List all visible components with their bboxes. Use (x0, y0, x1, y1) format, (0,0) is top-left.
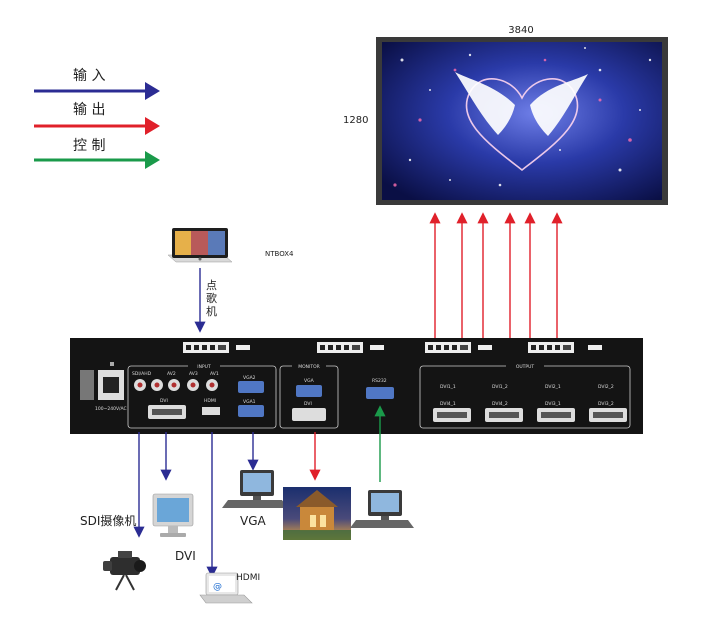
output-header: OUTPUT (516, 364, 535, 370)
screen-display (382, 42, 662, 200)
network-module-3 (425, 342, 492, 353)
vga-label: VGA (240, 514, 267, 528)
dvi-label: DVI (175, 549, 196, 563)
monitor-vga-port (296, 385, 322, 397)
output-label-2: DVI4_2 (492, 401, 508, 407)
hdmi-label: HDMI (236, 573, 260, 583)
power-inlet (80, 362, 124, 400)
dvi-monitor (152, 493, 194, 537)
legend-control-arrowhead (145, 151, 160, 169)
legend-input-label: 输 入 (73, 68, 105, 84)
monitor-dvi-port (292, 408, 326, 421)
right-wing (530, 74, 588, 136)
screen-height-label: 1280 (343, 115, 368, 126)
dvi-output-ports (433, 408, 627, 422)
hdmi-in-label: HDMI (204, 398, 216, 404)
output-arrows (429, 212, 563, 340)
input-header: INPUT (197, 364, 211, 370)
av1-label: AV1 (210, 371, 219, 377)
control-computer (350, 490, 414, 528)
output-top-4: DVI2_2 (598, 384, 614, 390)
legend-output-arrowhead (145, 117, 160, 135)
led-screen: 3840 1280 (343, 25, 668, 205)
ntbox-action-char-3: 机 (206, 304, 217, 318)
av2-label: AV2 (167, 371, 176, 377)
rs232-port (366, 387, 394, 399)
monitor-preview-image (283, 487, 351, 540)
power-label: 100~240V/AC (95, 406, 127, 412)
vga1-label: VGA1 (243, 399, 256, 405)
heart-shape (465, 78, 579, 172)
ntbox-action-char-2: 歌 (206, 291, 217, 305)
vga2-port (238, 381, 264, 393)
output-top-2: DVI1_2 (492, 384, 508, 390)
screen-sparkles (400, 47, 652, 187)
sdi-camera-label: SDI摄像机 (80, 513, 136, 528)
ntbox-action-char-1: 点 (206, 279, 217, 292)
monitor-header: MONITOR (298, 364, 320, 370)
legend-control-label: 控 制 (73, 138, 105, 154)
legend-input-arrowhead (145, 82, 160, 100)
network-module-4 (528, 342, 602, 353)
input-arrows (133, 432, 259, 578)
ntbox-tablet (167, 228, 233, 263)
legend-output-label: 输 出 (73, 102, 105, 118)
monitor-vga-label: VGA (304, 378, 315, 384)
network-module-1 (183, 342, 250, 353)
svg-text:@: @ (213, 582, 222, 592)
output-top-1: DVI1_1 (440, 384, 456, 390)
bnc-connectors (134, 379, 218, 391)
dvi-in-label: DVI (160, 398, 168, 404)
output-label-3: DVI3_1 (545, 401, 561, 407)
screen-width-label: 3840 (508, 25, 533, 36)
left-wing (455, 72, 515, 135)
vga2-label: VGA2 (243, 375, 256, 381)
ntbox-label: NTBOX4 (265, 250, 294, 258)
vga1-port (238, 405, 264, 417)
sdi-camera (103, 551, 146, 591)
monitor-dvi-label: DVI (304, 401, 312, 407)
hdmi-laptop: @ (199, 572, 253, 604)
vga-computer (222, 470, 288, 508)
sdi-label: SDI/AHD (132, 371, 152, 377)
output-label-1: DVI4_1 (440, 401, 456, 407)
legend: 输 入 输 出 控 制 (34, 68, 160, 169)
output-label-4: DVI3_2 (598, 401, 614, 407)
rs232-label: RS232 (372, 378, 387, 384)
output-top-3: DVI2_1 (545, 384, 561, 390)
network-module-2 (317, 342, 384, 353)
hdmi-input-port (202, 407, 220, 415)
av3-label: AV3 (189, 371, 198, 377)
device-panel: 100~240V/AC INPUT SDI/AHD AV2 AV3 AV1 DV… (70, 338, 643, 434)
